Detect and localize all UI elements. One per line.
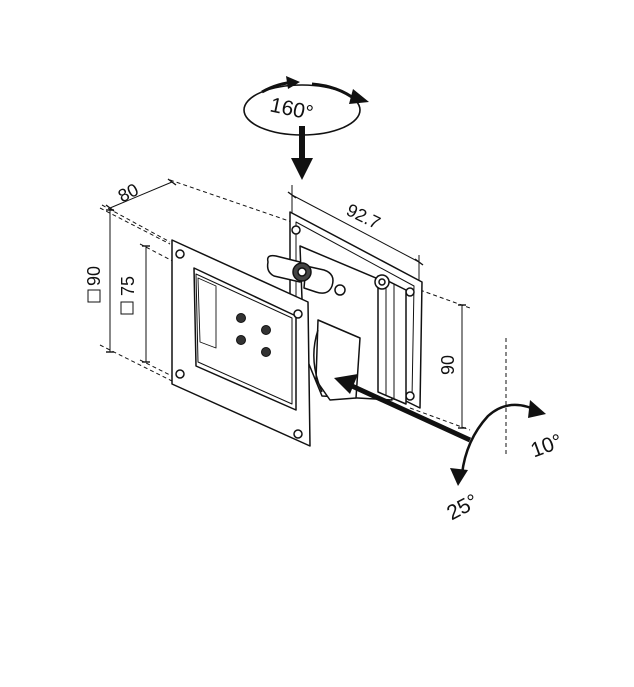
vesa-hole-tl xyxy=(175,249,185,259)
tilt-up-label: 10° xyxy=(528,430,566,462)
vesa-small-square xyxy=(120,301,134,315)
vesa-small-label: 75 xyxy=(118,276,138,296)
vesa-plate xyxy=(171,239,311,447)
tilt-down-label: 25° xyxy=(443,490,482,525)
vesa-hole-tr xyxy=(293,309,303,319)
vesa-small-group: 75 xyxy=(118,276,138,315)
vesa-large-square xyxy=(87,289,101,303)
depth-label: 80 xyxy=(115,179,142,206)
vesa-large-group: 90 xyxy=(84,266,104,303)
height-label: 90 xyxy=(438,355,458,375)
rotation-arrowhead-right xyxy=(349,89,369,104)
rotation-label: 160° xyxy=(268,94,315,126)
down-arrowhead xyxy=(291,158,313,180)
vesa-large-label: 90 xyxy=(84,266,104,286)
rotation-arrowhead-left xyxy=(286,76,300,89)
tilt-up-arrowhead xyxy=(528,400,546,418)
vesa-hole-bl xyxy=(175,369,185,379)
rotation-indicator: 160° xyxy=(243,76,369,180)
mount-assembly xyxy=(171,211,423,447)
vesa-hole-br xyxy=(293,429,303,439)
width-label: 92.7 xyxy=(343,200,383,233)
dim-left90-ext-top xyxy=(99,207,171,245)
dim-80-ext-b xyxy=(169,179,293,223)
dim-left90-ext-bot xyxy=(99,344,179,385)
dim-80-line xyxy=(109,181,173,209)
dim-80-ext-a xyxy=(101,204,171,243)
tilt-down-arrowhead xyxy=(450,468,468,486)
tilt-axis-arrow-shaft xyxy=(350,383,472,443)
tilt-axis-arrowhead xyxy=(334,374,358,394)
thumb-knob xyxy=(266,254,334,294)
tilt-arc xyxy=(460,403,541,475)
dim-92-line xyxy=(291,194,420,263)
dim-right90-ext-bot xyxy=(409,407,471,431)
vesa-bolts xyxy=(236,313,271,357)
dimension-ticks xyxy=(105,178,466,429)
